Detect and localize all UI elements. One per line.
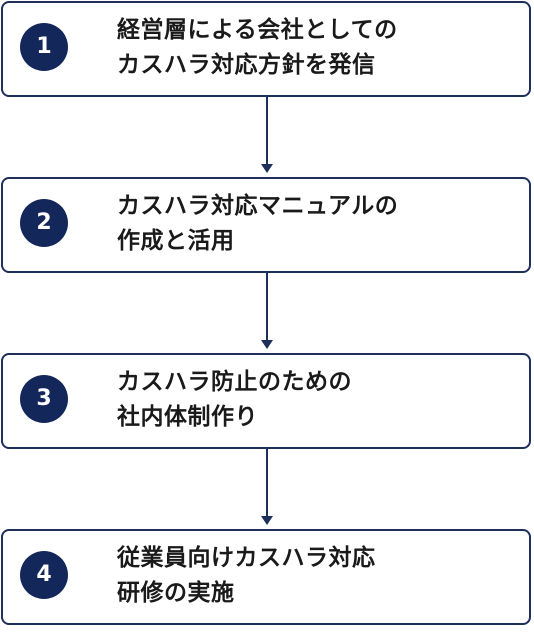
arrow-down-icon (261, 164, 273, 173)
step-box-3: 3 カスハラ防止のための 社内体制作り (1, 353, 531, 449)
step-text-line: 作成と活用 (117, 228, 235, 254)
step-number-badge: 2 (20, 199, 68, 247)
connector-line (266, 449, 268, 519)
connector-line (266, 97, 268, 167)
arrow-down-icon (261, 340, 273, 349)
step-text-line: 経営層による会社としての (117, 17, 398, 43)
step-box-2: 2 カスハラ対応マニュアルの 作成と活用 (1, 177, 531, 273)
step-text-line: カスハラ対応マニュアルの (117, 193, 399, 219)
step-text-line: 研修の実施 (117, 580, 235, 606)
step-text: 経営層による会社としての カスハラ対応方針を発信 (117, 13, 521, 83)
step-box-1: 1 経営層による会社としての カスハラ対応方針を発信 (1, 1, 531, 97)
step-text: カスハラ対応マニュアルの 作成と活用 (117, 189, 521, 259)
step-number-badge: 3 (20, 375, 68, 423)
step-text: 従業員向けカスハラ対応 研修の実施 (117, 541, 521, 611)
step-number-badge: 1 (20, 23, 68, 71)
step-text-line: カスハラ対応方針を発信 (117, 52, 376, 78)
step-text-line: カスハラ防止のための (117, 369, 352, 395)
connector-line (266, 273, 268, 343)
step-number-badge: 4 (20, 551, 68, 599)
step-box-4: 4 従業員向けカスハラ対応 研修の実施 (1, 529, 531, 625)
arrow-down-icon (261, 516, 273, 525)
step-text: カスハラ防止のための 社内体制作り (117, 365, 521, 435)
step-text-line: 従業員向けカスハラ対応 (117, 545, 376, 571)
step-text-line: 社内体制作り (117, 404, 258, 430)
